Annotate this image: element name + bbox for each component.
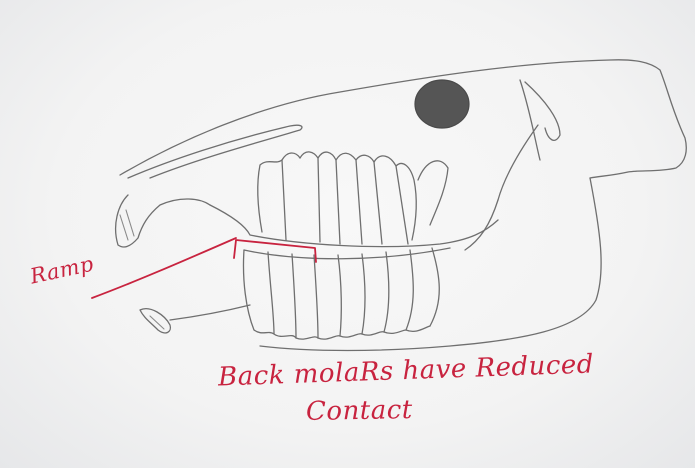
eye-socket (415, 80, 469, 128)
lower-incisors (140, 305, 250, 333)
nasal-line (128, 125, 302, 178)
skull-outline (120, 60, 686, 351)
caption-line-2: Contact (306, 395, 413, 427)
skull-top-outline (120, 60, 686, 178)
palate-line (210, 205, 498, 247)
coronoid-process (498, 80, 560, 200)
lower-molars (243, 248, 450, 339)
upper-molars (258, 152, 448, 244)
upper-incisors (116, 195, 210, 247)
ramp-pointer-line (92, 238, 236, 298)
